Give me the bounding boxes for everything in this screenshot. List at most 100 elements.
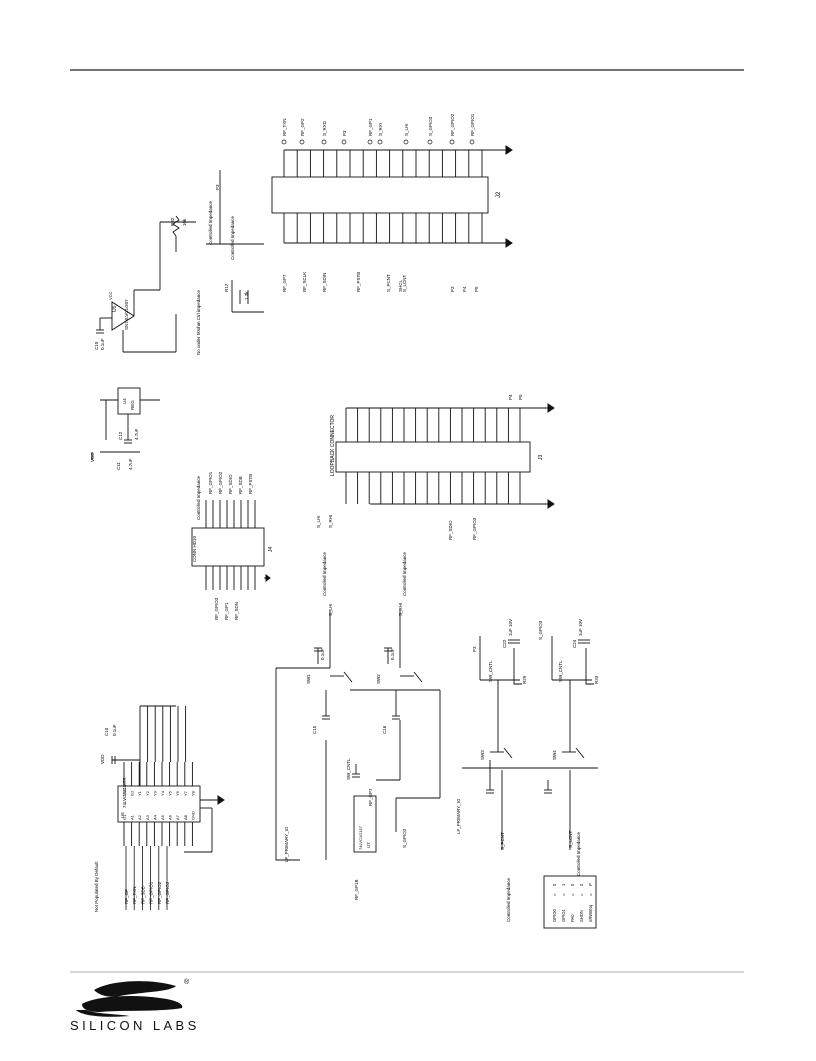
truth-table-equals: = <box>570 893 575 896</box>
c11-val: 4.7uF <box>128 458 133 470</box>
j4-top-net-label: RF_GPIO2 <box>218 471 223 494</box>
truth-table-signal: SHDN <box>579 910 584 922</box>
not-populated-note: Not Populated By Default <box>94 861 99 912</box>
u6-ground <box>217 795 225 805</box>
u6-pin-name-bottom: A8 <box>183 814 188 820</box>
j2-bottom-net-label: S_PCNT <box>386 274 391 292</box>
u6-net-vdd: VDD <box>100 754 105 764</box>
j2-bottom-net-label: SHCL <box>398 279 403 292</box>
s-pcnt-lower: S_PCNT <box>500 832 505 850</box>
sw-cntl-upper: SW_CNTL <box>346 758 351 780</box>
truth-table-value: 0 <box>570 883 575 886</box>
c12-ref: C12 <box>118 431 123 440</box>
j2-bottom-net-label: P3 <box>450 286 455 292</box>
u4-part: REG <box>130 400 135 410</box>
j2-connector <box>271 149 489 244</box>
j3-ref: J3 <box>538 455 544 461</box>
u6-buffer-ic <box>111 705 218 853</box>
c24-ref: C24 <box>572 639 577 648</box>
j2-bottom-net-label: RF_SCLK <box>302 272 307 292</box>
u6-pin-name-top: Y4 <box>160 790 165 796</box>
s-rhi-label: S_RHI <box>398 603 403 616</box>
u5-vcc-pin: VCC <box>108 291 113 300</box>
u6-net-label: RF_GPIO3 <box>165 881 170 904</box>
u7-mux <box>353 795 377 853</box>
j2-top-port <box>299 139 305 145</box>
u6-pin-name-top: Y8 <box>190 790 195 796</box>
j3-net-d: RF_GPIO3 <box>472 517 477 540</box>
r17-ref: R17 <box>224 283 229 292</box>
u6-net-label: RF_GP <box>124 889 129 904</box>
u6-net-label: RF_GPIO1 <box>149 881 154 904</box>
u7-part: 74LVC1G157 <box>358 825 363 850</box>
ctrl-imp-label-2: Controlled Impedance <box>230 215 235 260</box>
u6-net-label: RF_SDB <box>140 886 145 904</box>
j4-bottom-net-label: RF_GP1 <box>224 602 229 620</box>
r33-ref: R33 <box>594 675 599 684</box>
sw-cntl-lower-1: SW_CNTL <box>488 660 493 682</box>
u7-net-in2: RF_GP1B <box>354 879 359 900</box>
j3-net-e: S_LHI <box>316 515 321 528</box>
u6-pin-name-top: Y1 <box>137 790 142 796</box>
truth-table-value: P <box>588 883 593 886</box>
vdd-reg: VDD <box>90 452 95 462</box>
c12-val: 4.7uF <box>134 428 139 440</box>
u5-part: SN74LVC1G07 <box>124 299 129 330</box>
u6-net-label: RF_TXN <box>132 886 137 904</box>
j2-body <box>271 176 489 214</box>
j4-top-net-label: RF_SDIO <box>228 474 233 494</box>
p3-lower: P3 <box>472 646 477 652</box>
j2-top-net-label: S_RXI <box>378 123 383 136</box>
u6-ref: U6 <box>120 812 125 818</box>
j3-ground <box>530 403 555 509</box>
j4-top-net-label: RF_SDB <box>238 476 243 494</box>
lf-primary-io-2: LF_PRIMARY_IO <box>456 798 461 834</box>
j4-ref: J4 <box>268 547 274 553</box>
j2-top-net-label: RF_GPIO2 <box>450 113 455 136</box>
sw-cntl-lower-2: SW_CNTL <box>558 660 563 682</box>
u4-ref: U4 <box>122 398 127 404</box>
u6-pin-name-top: Y6 <box>175 790 180 796</box>
u6-pin-name-bottom: GND <box>190 811 195 820</box>
j2-top-net-label: RF_GP2 <box>300 118 305 136</box>
c15-ref: C15 <box>312 725 317 734</box>
truth-table-value: 1 <box>561 883 566 886</box>
ctrl-imp-sw1: Controlled Impedance <box>322 551 327 596</box>
c16-ref: C16 <box>382 725 387 734</box>
j4-title: CONN HD10 <box>192 535 197 562</box>
c-u6-val: 0.1uF <box>112 724 117 736</box>
s-lhi-label: S_LHI <box>328 603 333 616</box>
j4-bottom-net-label: RF_SDN <box>234 602 239 620</box>
j2-top-port <box>427 139 433 145</box>
c-u6-ref: C10 <box>104 727 109 736</box>
u6-pin-name-bottom: G1 <box>122 814 127 820</box>
j4-bottom-net-label: RF_GPIO3 <box>214 597 219 620</box>
j2-bottom-net-label: P5 <box>474 286 479 292</box>
c22-val: 1uF 10V <box>508 619 513 636</box>
j2-top-net-label: S_LHI <box>404 123 409 136</box>
u6-part: 74LVC541MTR <box>122 777 127 808</box>
u6-pin-name-top: Y3 <box>152 790 157 796</box>
r32-val: 10k <box>182 218 187 226</box>
u6-pin-name-top: VCC <box>122 787 127 796</box>
s-gpio3-lower: S_GPIO3 <box>538 620 543 640</box>
j3-connector <box>335 407 531 505</box>
company-name: SILICON LABS <box>70 1018 200 1033</box>
r17-val: 1.3k <box>244 291 249 300</box>
u7-ref: U7 <box>366 842 371 848</box>
truth-table-signal: GPIO0 <box>552 909 557 922</box>
r29-ref: R29 <box>522 675 527 684</box>
impedance-traces <box>206 170 264 313</box>
signal-p3-top: P3 <box>215 184 220 190</box>
switch-block-lower <box>462 636 598 850</box>
j2-top-port <box>449 139 455 145</box>
ctrl-imp-sw2: Controlled Impedance <box>402 551 407 596</box>
registered-mark: ® <box>184 978 190 986</box>
u6-pin-name-bottom: A7 <box>175 814 180 820</box>
u5-cap: C10 <box>94 341 99 350</box>
